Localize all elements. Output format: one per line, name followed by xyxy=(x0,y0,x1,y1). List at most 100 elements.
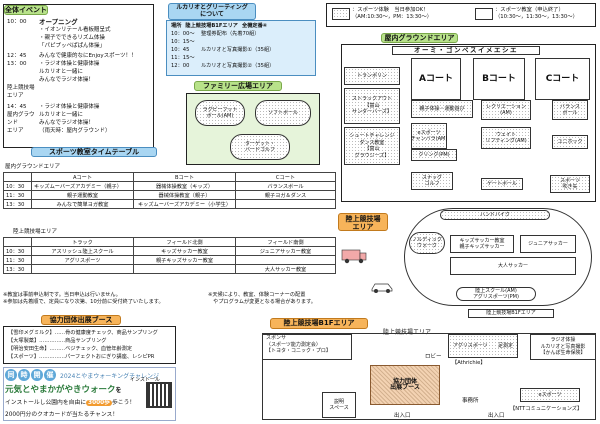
time: 12：00 xyxy=(171,63,190,69)
line: ・イオンリテール看板贈呈式 xyxy=(39,27,111,33)
line: ・親子でできるリズム体操 xyxy=(39,35,105,41)
track-oval xyxy=(404,208,592,306)
desk-space: 説明 スペース xyxy=(322,392,356,418)
time: 10：00～ xyxy=(171,31,195,37)
time-cell: 13：30 xyxy=(3,199,32,209)
table-row: 13：30 みんなで簡単ヨガ教室 キッズムーバーズアカデミー（小学生） xyxy=(3,199,336,209)
line2-suffix: 歩こう！ xyxy=(111,400,136,406)
time: 11：15～ xyxy=(171,55,195,61)
schedule-track-table: トラック フィールド北側 フィールド南側 10：30 アスリッシュ陸上スクール … xyxy=(3,237,336,274)
steps-badge: 3000歩 xyxy=(86,400,112,406)
lucario-title: ルカリオとグリーティング について xyxy=(168,3,256,20)
softball-cell: ソフトボール xyxy=(255,100,311,126)
partner-row: 【スポーツ】……………パーフェクトおにぎり講座、レシピPR xyxy=(8,354,155,360)
time-cell: 10：30 xyxy=(3,181,32,191)
class-cell: アグリスポーツ xyxy=(31,255,134,265)
snag-golf-cell: スナッグ ゴルフ xyxy=(411,172,453,190)
parent-child-exercise-cell: 親子体操・運動遊び xyxy=(411,100,473,118)
place-value: 陸上競技場B1Fエリア xyxy=(185,23,238,29)
foot-text: 足測定 xyxy=(497,342,513,349)
handbike-cell: ハンドバイク xyxy=(440,210,550,220)
qr-code-icon[interactable] xyxy=(146,382,172,408)
legend-experience: ：スポーツ体験 当日参加OK！ （AM:10:30～，PM：13:30～） xyxy=(352,7,432,21)
header-cell xyxy=(3,172,32,182)
particle: を xyxy=(115,387,122,394)
walk-badge: 同 時 開 催 xyxy=(5,369,56,381)
sponsor-cell: スポンサ （スポーツ能力測定会） 【トヨタ・コニック・プロ】 xyxy=(262,334,352,360)
esports-cell: eスポーツ xyxy=(520,388,580,402)
lucario-row: 10：00～整理券配布（先着70組） xyxy=(171,30,311,38)
toyota-text: 【トヨタ・コニック・プロ】 xyxy=(266,348,331,354)
legend-swatch-class xyxy=(475,8,493,20)
entrance-right[interactable]: 出入口 xyxy=(488,413,505,419)
badge-char: 催 xyxy=(44,369,56,381)
b1f-title: 陸上競技場B1Fエリア xyxy=(270,318,368,329)
line: みんなでラジオ体操！ xyxy=(39,77,94,83)
time: 陸上競技場エリア xyxy=(7,85,35,99)
partners-title: 協力団体出展ブース xyxy=(41,315,121,325)
walk-line1: 元気とやまかがやきウォークを xyxy=(5,383,122,395)
legend-panel: ：スポーツ体験 当日参加OK！ （AM:10:30～，PM：13:30～） ：ス… xyxy=(326,3,596,27)
trampoline-cell: トランポリン xyxy=(344,67,400,85)
walk-title: 2024とやまウォーキングチャレンジ xyxy=(60,373,160,380)
struckout-cell: ストラックアウト 【富山 サンダーバーズ】 xyxy=(344,88,400,124)
header-cell: トラック xyxy=(31,237,134,247)
food-truck-icon xyxy=(341,247,367,265)
curling-cell: クリング(PM) xyxy=(411,149,457,161)
time-cell: 11：30 xyxy=(3,255,32,265)
athletics-school-cell: 陸上スクール(AM) アグリスポーツ(PM) xyxy=(456,287,536,301)
time-cell: 10：30 xyxy=(3,246,32,256)
badge-char: 同 xyxy=(5,369,17,381)
lucario-header: 場所 陸上競技場B1Fエリア 全機定番④ xyxy=(171,23,311,30)
office-label: 事務所 xyxy=(462,398,479,404)
table-header: Aコート Bコート Cコート xyxy=(3,172,336,182)
class-cell: 器械体操教室（キッズ） xyxy=(133,181,236,191)
class-cell: バランスボール xyxy=(235,181,336,191)
event: ルカリオと写真撮影②（35組） xyxy=(201,63,275,69)
time: 10：45 xyxy=(171,47,190,53)
legend-class-time: （10:30～，11:30～，13:30～） xyxy=(495,14,578,20)
junior-soccer-cell: ジュニアサッカー xyxy=(520,235,576,253)
partner-row: 【大塚製薬】……………商品サンプリング xyxy=(8,338,107,344)
athrichie-label: 【Athrichie】 xyxy=(452,360,486,366)
recreation-cell: レクリエーション (AM) xyxy=(481,100,531,120)
b1f-frame-top xyxy=(262,333,596,334)
kids-soccer-cell: キッズサッカー教室 親子キッズサッカー xyxy=(450,235,514,253)
schedule-track-name: 陸上競技場エリア xyxy=(13,229,58,235)
sponsor-text: スポンサ （スポーツ能力測定会） xyxy=(266,335,321,348)
class-cell: アスリッシュ陸上スクール xyxy=(31,246,134,256)
indoor-title: 屋内グラウンドエリア xyxy=(381,33,458,43)
b1f-area-label: 陸上競技場エリア xyxy=(383,327,431,336)
entrance-left[interactable]: 出入口 xyxy=(394,413,411,419)
table-row: 10：30 アスリッシュ陸上スクール キッズサッカー教室 ジュニアサッカー教室 xyxy=(3,246,336,256)
badge-char: 時 xyxy=(18,369,30,381)
header-cell: フィールド北側 xyxy=(133,237,236,247)
allday-panel xyxy=(3,4,154,148)
class-cell: キッズムーバーズアカデミー（親子） xyxy=(31,181,134,191)
class-cell xyxy=(235,255,336,265)
table-row: 11：30 アグリスポーツ 親子キッズサッカー教室 xyxy=(3,255,336,265)
legend-experience-time: （AM:10:30～，PM：13:30～） xyxy=(352,14,433,20)
family-title: ファミリー広場エリア xyxy=(194,81,282,91)
track-title: 陸上競技場 エリア xyxy=(338,213,388,231)
legend-swatch-experience xyxy=(332,8,350,20)
court-a: Aコート xyxy=(411,58,461,100)
line2-text: インストールし公園内を自由に xyxy=(5,400,87,406)
allday-list: 10：00 オープニング ・イオンリテール看板贈呈式 ・親子でできるリズム体操 … xyxy=(7,18,153,135)
class-cell: ジュニアサッカー教室 xyxy=(235,246,336,256)
gateball-cell: ゲートボール xyxy=(481,178,523,190)
note-2: ※参加は先着順で、定員になり次第、10分前に受付終了いたします。 xyxy=(3,299,164,305)
target-birdgolf-cell: ターゲット・ バードゴルフ xyxy=(230,134,290,160)
app-name: 元気とやまかがやきウォーク xyxy=(5,385,116,395)
time: 10：15～ xyxy=(171,39,195,45)
rugby-cell: ラグビーフット ボール(AM) xyxy=(195,100,245,126)
legend-experience-label: ：スポーツ体験 当日参加OK！ xyxy=(352,7,429,13)
table-row: 10：30 キッズムーバーズアカデミー（親子） 器械体操教室（キッズ） バランス… xyxy=(3,181,336,191)
schedule-indoor-name: 屋内グラウンドエリア xyxy=(5,164,61,170)
class-cell: キッズムーバーズアカデミー（小学生） xyxy=(133,199,236,209)
shoot-challenge-cell: シュートチャレンジ ダンス教室 【富山 グラウジーズ】 xyxy=(344,127,400,165)
line: ルカリオと一緒に xyxy=(39,69,83,75)
